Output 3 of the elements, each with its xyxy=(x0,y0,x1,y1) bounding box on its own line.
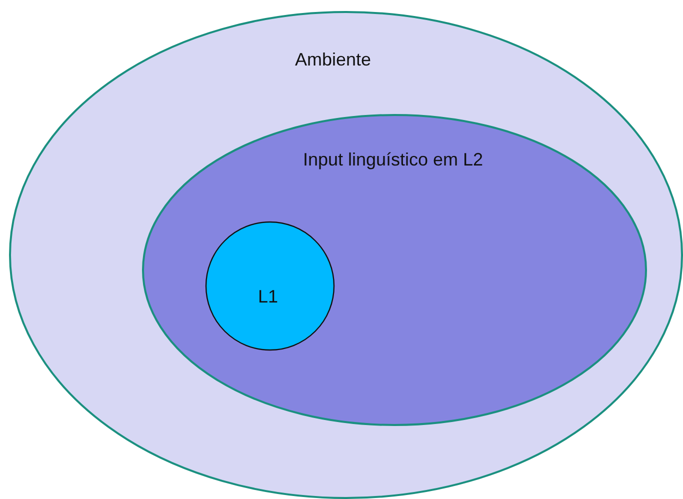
shape-label: Input linguístico em L2 xyxy=(302,150,484,170)
shape-label: Ambiente xyxy=(294,50,372,70)
shape-label: L1 xyxy=(258,286,278,308)
